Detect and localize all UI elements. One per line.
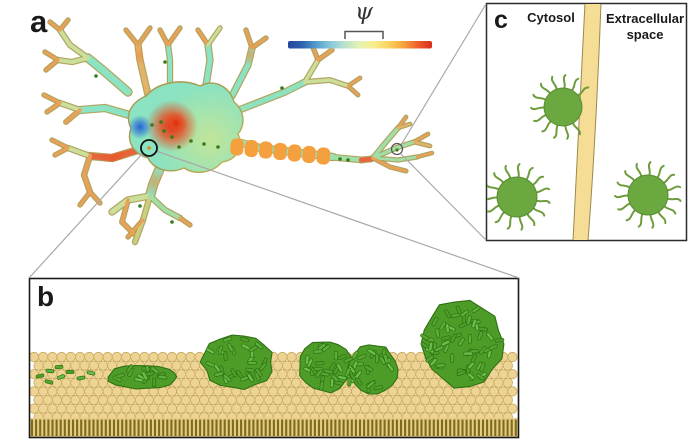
psi-range-bracket [344, 30, 384, 39]
panel-b-label: b [37, 281, 55, 312]
cell-membrane-strip [572, 4, 602, 240]
panel-b-membrane-aggregates [28, 277, 520, 439]
colorbar [288, 30, 432, 49]
aggregate-dots [94, 60, 399, 224]
extracellular-space-label: Extracellular space [605, 11, 685, 42]
cytosol-label: Cytosol [527, 10, 575, 25]
nanoparticle [614, 161, 682, 229]
nanoparticle [487, 163, 551, 231]
membrane-potential-overlay [100, 44, 265, 197]
panel-a-label: a [30, 4, 48, 39]
panel-c-label: c [494, 6, 508, 34]
panel-c-synapse-zoom [485, 2, 688, 242]
soma-zoom-circle [140, 139, 158, 157]
terminal-zoom-circle [390, 142, 404, 156]
myelin-sheath [230, 138, 331, 165]
protein-aggregates [35, 299, 505, 395]
colorbar-psi-symbol: ψ [354, 0, 374, 25]
zoom-annotations [28, 3, 520, 279]
nanoparticle [530, 74, 590, 140]
